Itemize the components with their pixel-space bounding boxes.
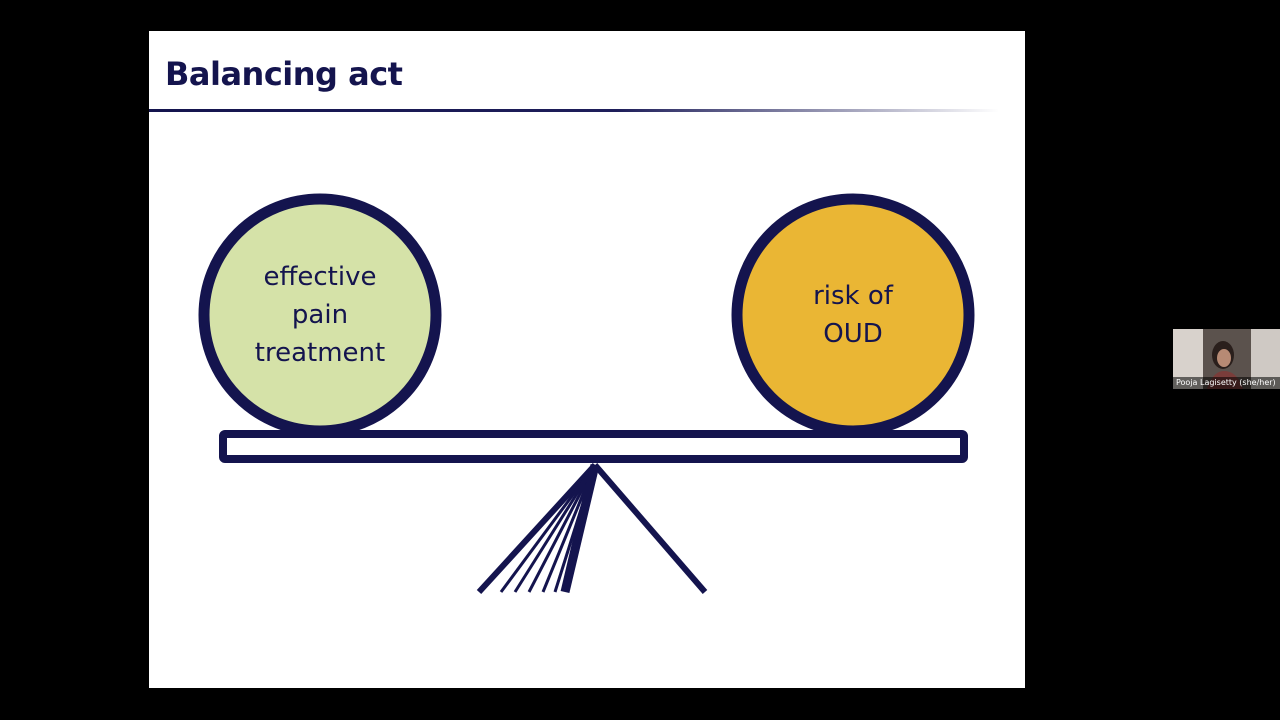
fulcrum-stand — [476, 462, 708, 595]
participant-name-label: Pooja Lagisetty (she/her) — [1173, 377, 1280, 389]
left-circle-label: effective pain treatment — [254, 262, 386, 368]
balance-scale-illustration — [198, 193, 975, 595]
title-underline — [149, 109, 999, 112]
balance-beam — [219, 430, 968, 463]
shared-slide: Balancing act effective pain treatment r — [149, 31, 1025, 688]
right-circle-label: risk of OUD — [813, 281, 893, 349]
participant-video-tile[interactable]: Pooja Lagisetty (she/her) — [1173, 329, 1280, 389]
slide-title: Balancing act — [165, 55, 403, 93]
